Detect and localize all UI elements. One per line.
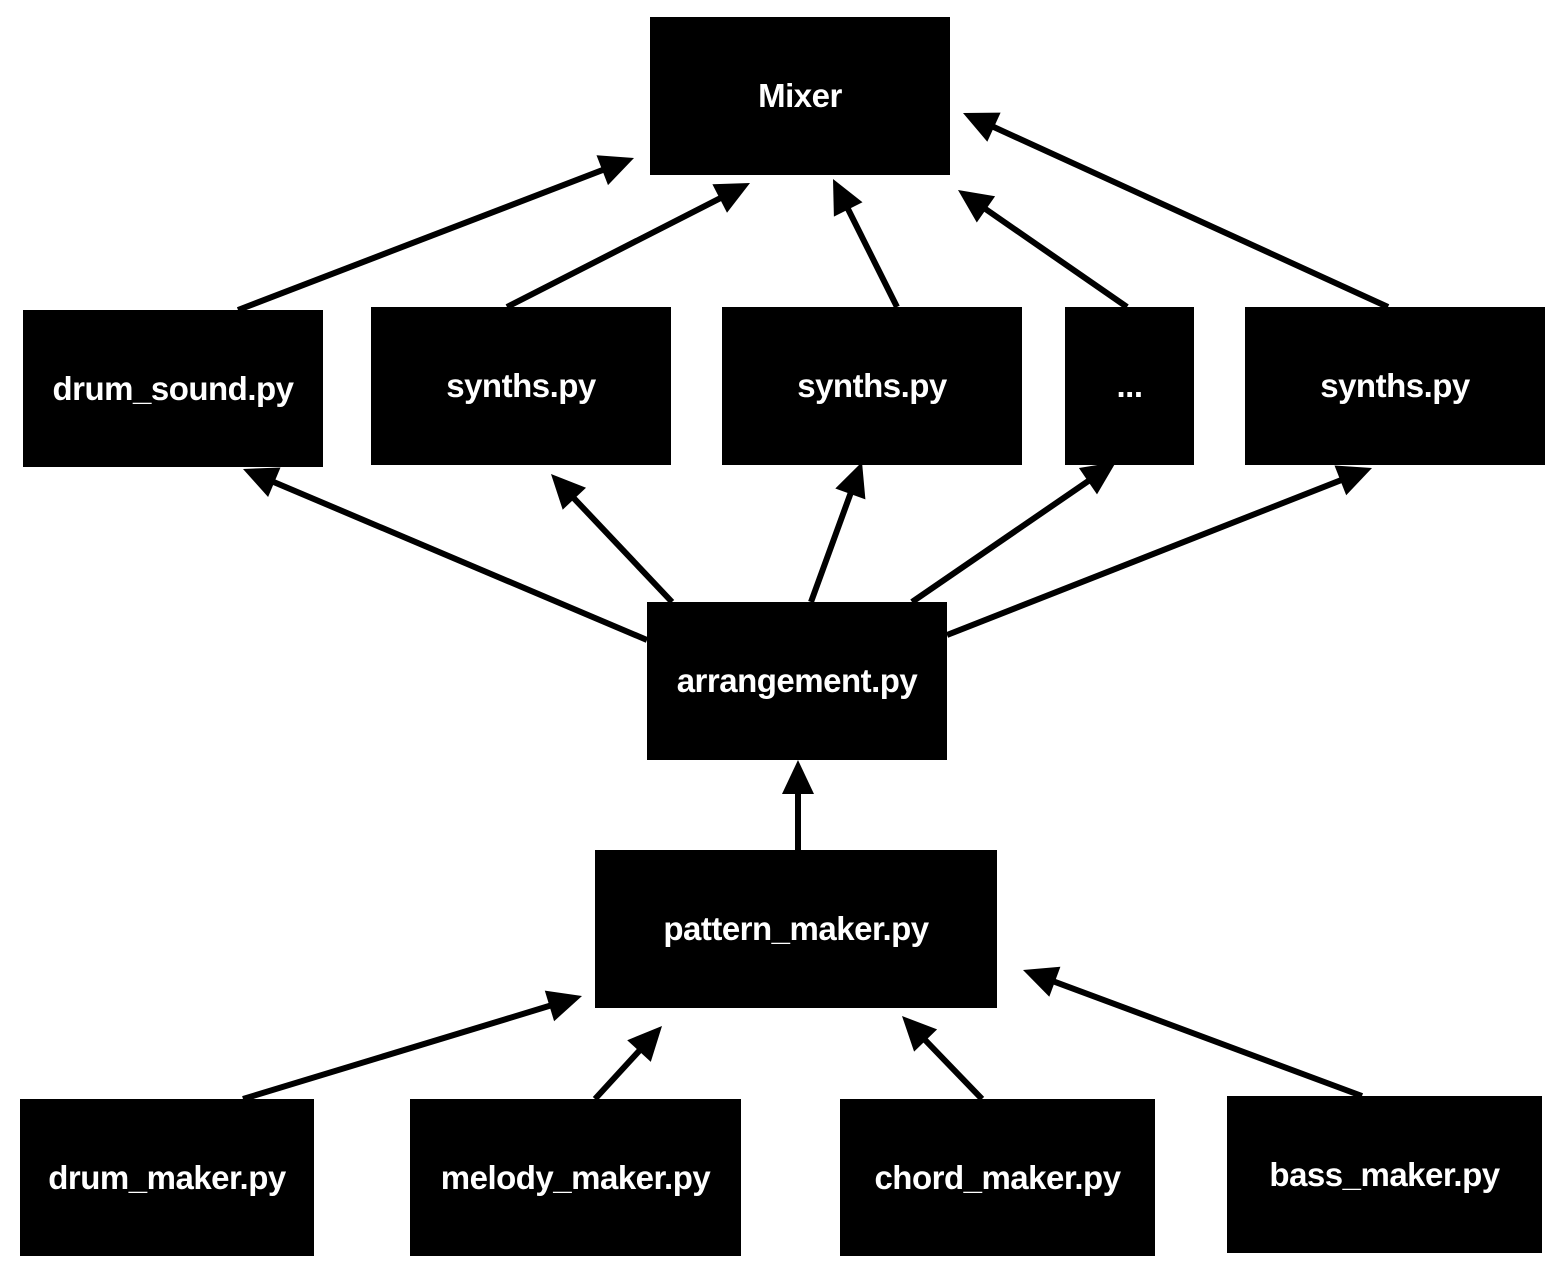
arrow-line bbox=[808, 491, 854, 604]
arrow-arrangement-to-ellipsis bbox=[910, 462, 1116, 605]
node-synths-2: synths.py bbox=[722, 307, 1022, 465]
arrow-drum-sound-to-mixer bbox=[236, 155, 634, 313]
arrow-line bbox=[990, 123, 1390, 310]
node-ellipsis: ... bbox=[1065, 307, 1194, 465]
arrow-line bbox=[242, 1002, 553, 1102]
arrow-synths-1-to-mixer bbox=[505, 183, 750, 310]
node-synths-1: synths.py bbox=[371, 307, 671, 465]
node-drum-sound: drum_sound.py bbox=[23, 310, 323, 467]
arrowhead bbox=[1334, 465, 1372, 496]
arrow-arrangement-to-synths-3 bbox=[945, 465, 1372, 638]
arrow-line bbox=[592, 1047, 643, 1102]
arrowhead bbox=[833, 179, 863, 217]
arrowhead bbox=[1078, 462, 1116, 495]
arrow-pattern-maker-to-arrangement bbox=[782, 760, 814, 850]
arrow-synths-3-to-mixer bbox=[963, 112, 1390, 310]
arrow-line bbox=[1051, 978, 1364, 1099]
arrow-line bbox=[505, 194, 723, 310]
arrow-line bbox=[910, 477, 1092, 605]
arrow-arrangement-to-drum-sound bbox=[243, 467, 649, 643]
node-bass-maker: bass_maker.py bbox=[1227, 1096, 1542, 1253]
arrow-line bbox=[844, 206, 900, 309]
arrow-arrangement-to-synths-2 bbox=[808, 462, 866, 604]
arrowhead bbox=[627, 1026, 662, 1062]
arrow-line bbox=[271, 478, 649, 643]
arrow-line bbox=[945, 476, 1344, 638]
node-pattern-maker: pattern_maker.py bbox=[595, 850, 997, 1008]
arrow-ellipsis-to-mixer bbox=[958, 190, 1129, 310]
arrowhead bbox=[835, 462, 866, 500]
arrow-bass-maker-to-pattern-maker bbox=[1023, 966, 1364, 1099]
arrow-line bbox=[570, 495, 675, 605]
arrow-melody-maker-to-pattern-maker bbox=[592, 1026, 662, 1102]
node-drum-maker: drum_maker.py bbox=[20, 1099, 314, 1256]
arrowhead bbox=[551, 474, 586, 510]
arrowhead bbox=[963, 112, 1001, 142]
arrowhead bbox=[596, 155, 634, 186]
arrowhead bbox=[243, 467, 281, 497]
arrow-chord-maker-to-pattern-maker bbox=[902, 1016, 985, 1102]
arrowhead bbox=[902, 1016, 938, 1052]
node-melody-maker: melody_maker.py bbox=[410, 1099, 741, 1256]
arrowhead bbox=[782, 760, 814, 794]
node-synths-3: synths.py bbox=[1245, 307, 1545, 465]
node-arrangement: arrangement.py bbox=[647, 602, 947, 760]
arrow-line bbox=[922, 1036, 985, 1102]
node-chord-maker: chord_maker.py bbox=[840, 1099, 1155, 1256]
arrowhead bbox=[544, 990, 582, 1022]
arrow-arrangement-to-synths-1 bbox=[551, 474, 675, 605]
arrow-line bbox=[236, 166, 606, 313]
node-mixer: Mixer bbox=[650, 17, 950, 175]
arrowhead bbox=[1023, 966, 1061, 997]
arrowhead bbox=[712, 183, 750, 213]
arrow-drum-maker-to-pattern-maker bbox=[242, 990, 582, 1102]
arrowhead bbox=[958, 190, 996, 223]
arrow-line bbox=[982, 205, 1129, 310]
arrow-synths-2-to-mixer bbox=[833, 179, 900, 309]
